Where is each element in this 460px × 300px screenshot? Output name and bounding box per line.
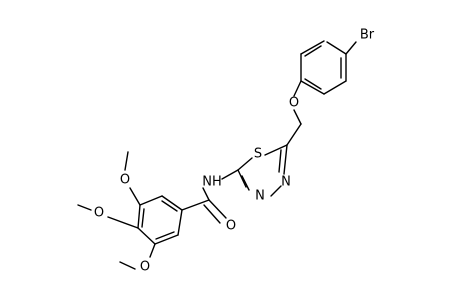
carbonyl-oxygen-label: O: [226, 219, 236, 234]
bond: [107, 216, 139, 229]
double-bond: [161, 200, 178, 212]
double-bond: [141, 208, 145, 228]
trimethoxyphenyl-ring: [137, 195, 183, 245]
bond: [237, 157, 253, 171]
bond: [77, 204, 92, 211]
bond: [149, 243, 156, 258]
amide-nh-label: NH: [202, 175, 222, 190]
bond: [124, 151, 129, 171]
bond: [208, 199, 227, 219]
bond: [326, 41, 347, 55]
bond: [129, 187, 141, 206]
double-bond: [241, 175, 250, 191]
bond: [293, 80, 302, 97]
bond: [119, 261, 136, 270]
bond: [161, 195, 183, 211]
bromophenyl-ring: [300, 40, 347, 95]
bond: [237, 169, 247, 188]
bond: [300, 40, 325, 55]
thiadiazole-ring: [237, 144, 288, 197]
double-bond: [304, 78, 322, 90]
double-bond: [304, 45, 322, 57]
ring-nitrogen-label: N: [281, 175, 291, 190]
methoxy-oxygen-label: O: [120, 173, 130, 188]
bond: [221, 169, 239, 180]
sulfur-label: S: [254, 147, 262, 162]
bond: [270, 185, 282, 197]
bond: [177, 209, 183, 236]
bond: [345, 41, 357, 55]
ring-nitrogen-label: N: [255, 189, 265, 204]
ether-oxygen-label: O: [289, 96, 299, 111]
bond: [137, 204, 141, 229]
bond: [283, 144, 288, 175]
bond: [300, 80, 325, 95]
bond: [323, 80, 347, 95]
bond: [139, 195, 163, 206]
double-bond: [278, 149, 282, 173]
bond: [293, 109, 302, 125]
bond: [202, 187, 210, 201]
methoxy-oxygen-label: O: [94, 206, 104, 221]
bromine-label: Br: [360, 28, 375, 43]
bond: [286, 123, 302, 146]
double-bond: [155, 231, 175, 240]
bond: [154, 234, 179, 245]
double-bond: [203, 204, 221, 224]
bond: [264, 144, 288, 156]
bond: [181, 199, 210, 211]
methoxy-oxygen-label: O: [140, 260, 150, 275]
bond: [137, 227, 156, 245]
